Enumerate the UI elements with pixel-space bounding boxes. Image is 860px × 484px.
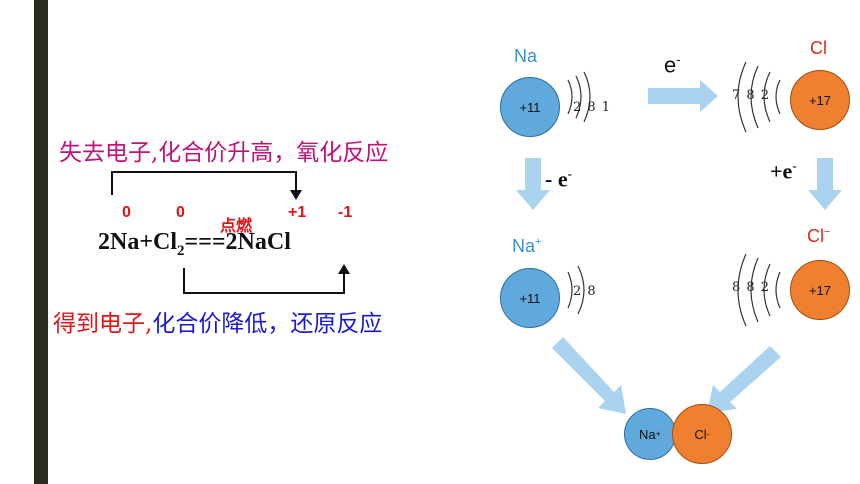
product-na-ion: Na+ bbox=[624, 408, 676, 460]
reduction-annotation: 得到电子,化合价降低，还原反应 bbox=[53, 304, 382, 338]
na-ion-shell-arcs bbox=[567, 265, 585, 315]
arrow-na-down bbox=[516, 158, 550, 210]
equation-reactants: 2Na+Cl bbox=[98, 229, 178, 255]
ox-number-na-product: +1 bbox=[288, 204, 307, 221]
cl-atom-shells: 7 8 2 bbox=[732, 88, 771, 103]
reaction-condition: 点燃 bbox=[220, 216, 253, 235]
na-atom-shells: 2 8 1 bbox=[573, 100, 612, 115]
ox-number-cl-product: -1 bbox=[338, 204, 353, 221]
equation-arrow: === bbox=[184, 229, 226, 255]
chemical-equation: 2Na+Cl2===2NaCl bbox=[98, 229, 291, 260]
electron-transfer-label: e- bbox=[664, 52, 681, 78]
transfer-arrows bbox=[516, 80, 842, 414]
na-atom-shell-arcs bbox=[567, 71, 591, 123]
na-atom-label: Na bbox=[514, 46, 538, 66]
cl-ion-shells: 8 8 2 bbox=[732, 280, 771, 295]
gain-bracket-arrowhead bbox=[338, 264, 350, 274]
gain-bracket bbox=[183, 268, 345, 294]
reduction-annotation-part1: 得到电子, bbox=[53, 311, 153, 337]
equation-subscript: 2 bbox=[177, 242, 185, 259]
na-ion-label: Na+ bbox=[512, 236, 542, 256]
cl-ion-nucleus: +17 bbox=[790, 260, 850, 320]
arrow-cl-down bbox=[808, 158, 842, 210]
na-atom-nucleus: +11 bbox=[500, 77, 560, 137]
equation-product: 2NaCl bbox=[225, 229, 291, 255]
ox-number-na: 0 bbox=[122, 204, 131, 221]
cl-atom-shell-arcs bbox=[737, 61, 781, 133]
product-cl-ion: Cl- bbox=[672, 404, 732, 464]
arrow-naion-to-product bbox=[552, 337, 626, 414]
reduction-annotation-part2: 化合价降低，还原反应 bbox=[152, 311, 383, 337]
lose-electron-label: - e- bbox=[545, 166, 572, 192]
loss-bracket-arrowhead bbox=[290, 190, 302, 200]
loss-bracket bbox=[111, 171, 297, 195]
cl-atom-label: Cl bbox=[810, 38, 827, 58]
oxidation-annotation: 失去电子,化合价升高，氧化反应 bbox=[59, 140, 389, 166]
cl-atom-nucleus: +17 bbox=[790, 70, 850, 130]
left-sidebar-bar bbox=[34, 0, 48, 484]
cl-ion-label: Cl− bbox=[807, 226, 831, 246]
arrow-na-to-cl bbox=[648, 80, 718, 112]
arrow-clion-to-product bbox=[707, 346, 781, 413]
na-ion-nucleus: +11 bbox=[500, 268, 560, 328]
gain-electron-label: +e- bbox=[770, 158, 797, 184]
cl-ion-shell-arcs bbox=[737, 253, 781, 327]
na-ion-shells: 2 8 bbox=[573, 284, 597, 299]
ox-number-cl2: 0 bbox=[176, 204, 185, 221]
